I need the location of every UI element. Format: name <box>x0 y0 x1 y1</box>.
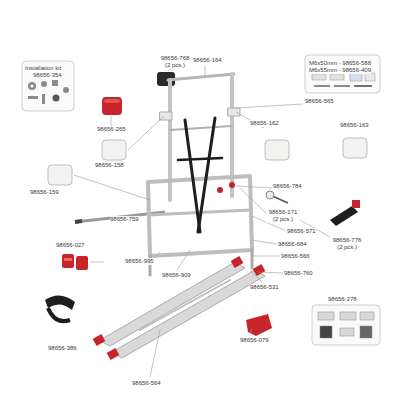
bolt-size: M6x55mm - 98656-409 <box>309 67 371 74</box>
part-number: 98656-027 <box>56 242 85 249</box>
part-number: 98656-759 <box>110 216 139 223</box>
clamp-box <box>312 305 380 345</box>
part-number: 98656-784 <box>273 183 302 190</box>
strap-buckle <box>266 191 288 203</box>
red-cap <box>102 97 122 115</box>
part-number: 98656-386 <box>48 345 77 352</box>
bolt-box <box>305 55 380 93</box>
bolt-size: M6x50mm - 98656-588 <box>309 60 371 67</box>
part-number: 98656-566 <box>281 253 310 260</box>
part-number: 98656-354 <box>33 72 62 79</box>
part-number: 98656-278 <box>328 296 357 303</box>
black-strap <box>330 200 360 226</box>
part-number: 98656-565 <box>305 98 334 105</box>
part-number: 98656-171 (2 pcs.) <box>266 209 300 223</box>
part-number: 98656-571 <box>287 228 316 235</box>
part-number: 98656-079 <box>240 337 269 344</box>
kit-box <box>22 61 74 111</box>
part-number: 98656-265 <box>97 126 126 133</box>
part-number: 98656-164 <box>193 57 222 64</box>
installation-kit-parts <box>28 80 69 104</box>
part-number: 98656-760 <box>284 270 313 277</box>
red-wheel-holder <box>246 314 272 336</box>
wheel-strap <box>45 295 75 321</box>
part-number: 98656-909 <box>162 272 191 279</box>
bolt-parts <box>312 73 375 86</box>
part-number: 98656-158 <box>95 162 124 169</box>
kit-title: Installation kit <box>25 65 61 72</box>
part-number: 98656-684 <box>278 241 307 248</box>
part-number: 98656-163 <box>340 122 369 129</box>
part-number: 98656-162 <box>250 120 279 127</box>
part-number: 98656-776 (2 pcs.) <box>330 237 364 251</box>
bike-rack <box>93 74 266 360</box>
part-number: 98656-995 <box>125 258 154 265</box>
part-number: 98656-531 <box>250 284 279 291</box>
clamp-parts <box>318 312 374 338</box>
part-number: 98656-159 <box>30 189 59 196</box>
part-number: 98656-564 <box>132 380 161 387</box>
red-rail-ends <box>62 254 88 270</box>
leader-line <box>74 65 330 377</box>
part-number: 98656-768 (2 pcs.) <box>158 55 192 69</box>
